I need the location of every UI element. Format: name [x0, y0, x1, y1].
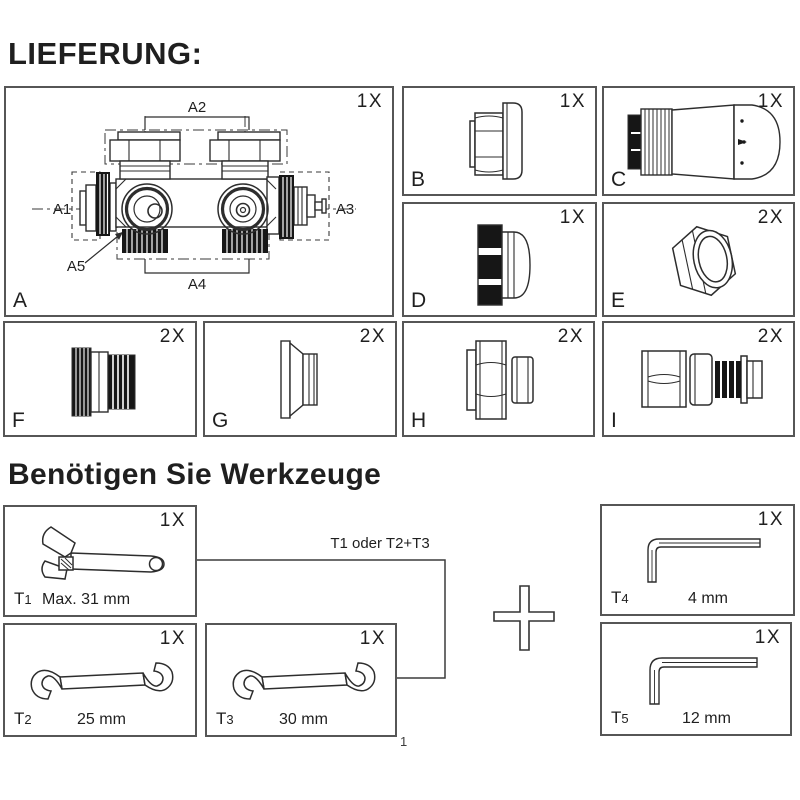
part-box-c: 1X C	[602, 86, 795, 196]
page-number: 1	[400, 734, 408, 749]
tool-size: 4 mm	[688, 590, 728, 607]
part-letter: H	[411, 409, 427, 432]
part-box-g: 2X G	[203, 321, 397, 437]
quantity-label: 1X	[757, 509, 784, 530]
tool-size: Max. 31 mm	[42, 591, 131, 608]
annotation-a2: A2	[188, 99, 206, 116]
annotation-a1: A1	[53, 201, 71, 218]
tools-section-title: Benötigen Sie Werkzeuge	[8, 458, 382, 491]
annotation-a3: A3	[336, 201, 354, 218]
quantity-label: 1X	[159, 628, 186, 649]
plus-icon	[493, 585, 555, 651]
quantity-label: 1X	[359, 628, 386, 649]
part-box-e: 2X E	[602, 202, 795, 317]
ring-nut-drawing	[671, 225, 737, 297]
tool-box-t2: 1X T2 25 mm	[3, 623, 197, 737]
blanking-plug-drawing	[469, 102, 523, 180]
part-letter: C	[611, 168, 627, 191]
tool-id: T2	[14, 709, 32, 728]
tool-id: T4	[611, 588, 629, 607]
part-letter: G	[212, 409, 229, 432]
quantity-label: 1X	[559, 91, 586, 112]
quantity-label: 2X	[757, 207, 784, 228]
allen-key-icon	[649, 657, 758, 705]
union-nut-drawing	[466, 340, 534, 420]
tool-size: 30 mm	[279, 711, 328, 728]
compression-fitting-drawing	[641, 350, 763, 408]
part-letter: A	[13, 289, 28, 312]
flange-sleeve-drawing	[280, 340, 318, 419]
part-letter: E	[611, 289, 626, 312]
tool-id: T3	[216, 709, 234, 728]
tool-id: T5	[611, 708, 629, 727]
quantity-label: 2X	[359, 326, 386, 347]
part-box-f: 2X F	[3, 321, 197, 437]
quantity-label: 2X	[159, 326, 186, 347]
tool-box-t1: 1X T1 Max. 31 mm	[3, 505, 197, 617]
thermostat-head-drawing	[627, 104, 781, 180]
tool-size: 25 mm	[77, 711, 126, 728]
threaded-cap-drawing	[477, 224, 531, 306]
part-box-d: 1X D	[402, 202, 597, 317]
annotation-a5: A5	[67, 258, 85, 275]
valve-manifold-drawing: A2 A1 A3 A4 A5	[32, 99, 356, 293]
adjustable-wrench-icon	[41, 526, 165, 580]
open-end-wrench-icon	[30, 662, 174, 700]
allen-key-icon	[647, 538, 761, 583]
part-letter: I	[611, 409, 617, 432]
quantity-label: 1X	[754, 627, 781, 648]
part-letter: F	[12, 409, 25, 432]
part-letter: B	[411, 168, 426, 191]
tool-alternative-label: T1 oder T2+T3	[330, 535, 430, 552]
annotation-a4: A4	[188, 276, 206, 293]
quantity-label: 1X	[356, 91, 383, 112]
part-box-b: 1X B	[402, 86, 597, 196]
tool-id: T1	[14, 589, 32, 608]
part-box-h: 2X H	[402, 321, 595, 437]
part-letter: D	[411, 289, 427, 312]
quantity-label: 1X	[559, 207, 586, 228]
tool-size: 12 mm	[682, 710, 731, 727]
threaded-adapter-drawing	[71, 347, 136, 417]
quantity-label: 1X	[159, 510, 186, 531]
tool-box-t4: 1X T4 4 mm	[600, 504, 795, 616]
quantity-label: 1X	[757, 91, 784, 112]
tool-box-t5: 1X T5 12 mm	[600, 622, 792, 736]
part-box-i: 2X I	[602, 321, 795, 437]
part-box-a: A2 A1 A3 A4 A5 1X A	[4, 86, 394, 317]
quantity-label: 2X	[557, 326, 584, 347]
page-title: LIEFERUNG:	[8, 36, 203, 71]
tool-box-t3: 1X T3 30 mm	[205, 623, 397, 737]
quantity-label: 2X	[757, 326, 784, 347]
